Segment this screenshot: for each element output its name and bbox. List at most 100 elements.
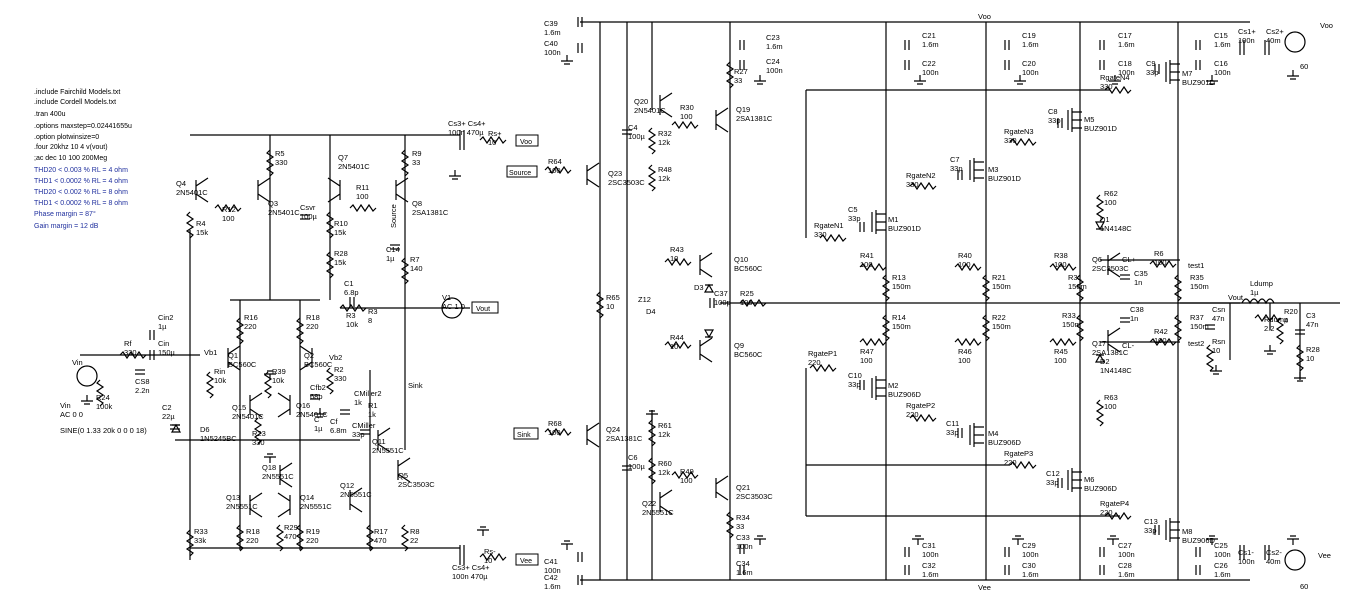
part-value-c40: 100n	[544, 48, 561, 57]
part-value-rs-: 10	[484, 556, 492, 565]
part-ref-q18: Q18	[262, 463, 276, 472]
part-value-q18: 2N5551C	[262, 472, 294, 481]
part-value-r9: 33	[412, 158, 420, 167]
part-ref-c26: C26	[1214, 561, 1228, 570]
part-ref-c27: C27	[1118, 541, 1132, 550]
part-ref-c28: C28	[1118, 561, 1132, 570]
part-ref-q17: Q17	[1092, 339, 1106, 348]
net-voo-top: Voo	[978, 12, 991, 21]
net-vee-left: Vee	[515, 553, 539, 566]
part-value-c13: 33p	[1144, 526, 1157, 535]
part-ref-rf: Rf	[124, 339, 132, 348]
part-value-c8: 33p	[1048, 116, 1061, 125]
directive-6: ;ac dec 10 100 200Meg	[34, 155, 107, 162]
part-ref-c31: C31	[922, 541, 936, 550]
part-value-m6: BUZ906D	[1084, 484, 1118, 493]
part-ref-m5: M5	[1084, 115, 1094, 124]
part-value-q22: 2N5551C	[642, 508, 674, 517]
directive-1: .include Cordell Models.txt	[34, 99, 116, 106]
part-ref-c20: C20	[1022, 59, 1036, 68]
part-value-c12: 33p	[1046, 478, 1059, 487]
part-value-r24: 100k	[96, 402, 113, 411]
part-value-cs3_cs4_top: 100n 470µ	[448, 128, 484, 137]
part-ref-r43: R43	[670, 245, 684, 254]
part-ref-z12: Z12	[638, 295, 651, 304]
part-ref-d4: D4	[646, 307, 656, 316]
part-value-v1: AC 1 0	[442, 302, 465, 311]
part-value-r19: 220	[306, 536, 319, 545]
part-value-r1: 1k	[368, 410, 376, 419]
part-value-q13: 2N5551C	[226, 502, 258, 511]
part-value-q1: BC560C	[228, 360, 257, 369]
part-ref-c30: C30	[1022, 561, 1036, 570]
part-ref-q2: Q2	[304, 351, 314, 360]
part-ref-cs2+: Cs2+	[1266, 27, 1284, 36]
part-value-c3: 47n	[1306, 320, 1319, 329]
net-vee-right: Vee	[1318, 551, 1331, 560]
part-value-c9: 33p	[1146, 68, 1159, 77]
part-value-q3: 2N5401C	[268, 208, 300, 217]
transistor-symbols	[195, 60, 1180, 542]
part-value-r33: 33k	[194, 536, 206, 545]
part-value-csvr: 100µ	[300, 212, 318, 221]
part-ref-d6: D6	[200, 425, 210, 434]
part-ref-cs8: CS8	[135, 377, 150, 386]
part-value-q23: 2SC3503C	[608, 178, 645, 187]
part-value-rin: 10k	[214, 376, 226, 385]
part-value-c32: 1.6m	[922, 570, 939, 579]
part-ref-r48: R48	[658, 165, 672, 174]
part-value-q19: 2SA1381C	[736, 114, 773, 123]
part-value-c25: 100n	[1214, 550, 1231, 559]
part-value-r41: 100	[860, 260, 873, 269]
part-ref-r11: R11	[356, 183, 369, 192]
part-value-r30: 100	[680, 112, 693, 121]
part-value-r37: 150m	[1190, 322, 1209, 331]
part-ref-r3b: R3	[368, 307, 378, 316]
part-value-r49: 100	[680, 476, 693, 485]
part-value-r14: 150m	[892, 322, 911, 331]
diode-symbols	[170, 221, 1106, 433]
part-ref-r12: R12	[222, 205, 236, 214]
part-ref-rsn: Rsn	[1212, 337, 1225, 346]
part-ref-r9: R9	[412, 149, 422, 158]
part-value-c17: 1.6m	[1118, 40, 1135, 49]
part-ref-r21: R21	[992, 273, 1006, 282]
part-ref-r30: R30	[680, 103, 694, 112]
part-value-rsn: 10	[1212, 346, 1220, 355]
part-value-r18b: 220	[246, 536, 259, 545]
net-vout-left: Vout	[471, 301, 499, 314]
part-ref-c9: C9	[1146, 59, 1156, 68]
svg-text:Voo: Voo	[520, 139, 532, 146]
part-ref-rgaten1: RgateN1	[814, 221, 844, 230]
net-vee-bottom: Vee	[978, 583, 991, 592]
part-value-r8: 22	[410, 536, 418, 545]
part-ref-r16: R16	[244, 313, 258, 322]
part-ref-d3: D3	[694, 283, 704, 292]
part-value-rgaten3: 330	[1004, 136, 1017, 145]
part-ref-csvr: Csvr	[300, 203, 316, 212]
part-value-r17: 470	[374, 536, 387, 545]
part-ref-r8: R8	[410, 527, 420, 536]
part-ref-rdump: Rdump	[1264, 315, 1288, 324]
part-value-q8: 2SA1381C	[412, 208, 449, 217]
part-ref-c22: C22	[922, 59, 936, 68]
part-value-r5: 330	[275, 158, 288, 167]
part-ref-r46: R46	[958, 347, 972, 356]
part-ref-rgaten3: RgateN3	[1004, 127, 1034, 136]
part-value-q2: BC560C	[304, 360, 333, 369]
part-value-c30: 1.6m	[1022, 570, 1039, 579]
part-ref-c10: C10	[848, 371, 862, 380]
part-ref-c2: C2	[162, 403, 172, 412]
part-ref-r6: R6	[1154, 249, 1164, 258]
part-ref-r39: R39	[272, 367, 286, 376]
part-value-c23: 1.6m	[766, 42, 783, 51]
part-ref-r34: R34	[736, 513, 750, 522]
part-value-d2: 1N4148C	[1100, 366, 1132, 375]
part-ref-q19: Q19	[736, 105, 750, 114]
svg-text:Vout: Vout	[476, 306, 490, 313]
part-value-c20: 100n	[1022, 68, 1039, 77]
part-value-q21: 2SC3503C	[736, 492, 773, 501]
part-ref-r63: R63	[1104, 393, 1118, 402]
part-ref-r35: R35	[1190, 273, 1204, 282]
part-value-csn: 47n	[1212, 314, 1225, 323]
